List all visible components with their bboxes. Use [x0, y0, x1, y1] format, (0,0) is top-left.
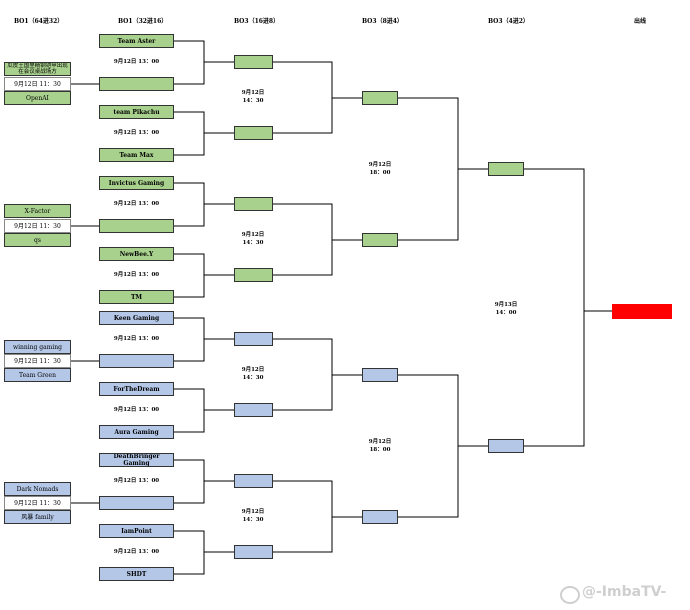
r32-slot-3	[99, 354, 174, 368]
r64-time-4: 9月12日 11：30	[4, 496, 71, 510]
r64-team-8: 风暴 family	[4, 510, 71, 524]
r32-time-7: 9月12日 13：00	[113, 478, 160, 484]
r32-time-4: 9月12日 13：00	[113, 272, 160, 278]
r32-team-deathbringer: DeathBringer Gaming	[99, 453, 174, 467]
r64-team-2: OpenAI	[4, 91, 71, 105]
r32-time-1: 9月12日 13：00	[113, 59, 160, 65]
r32-team-tm: TM	[99, 290, 174, 304]
r64-time-1: 9月12日 11：30	[4, 77, 71, 91]
r32-team-ftd: ForTheDream	[99, 382, 174, 396]
r64-team-5: winning gaming	[4, 340, 71, 354]
r8-slot-1	[362, 91, 398, 105]
r32-slot-4	[99, 496, 174, 510]
r32-time-3: 9月12日 13：00	[113, 201, 160, 207]
r16-slot-6	[234, 403, 273, 417]
header-out: 出线	[634, 18, 647, 25]
r32-team-ig: Invictus Gaming	[99, 176, 174, 190]
qualified-slot	[612, 304, 672, 319]
r32-team-aura: Aura Gaming	[99, 425, 174, 439]
r32-time-2: 9月12日 13：00	[113, 130, 160, 136]
header-r4: BO3（4进2）	[488, 18, 529, 25]
r32-team-aster: Team Aster	[99, 34, 174, 48]
r32-team-pikachu: team Pikachu	[99, 105, 174, 119]
r32-slot-2	[99, 219, 174, 233]
r32-team-shdt: SHDT	[99, 567, 174, 581]
r8-slot-3	[362, 368, 398, 382]
r16-slot-4	[234, 268, 273, 282]
r32-time-5: 9月12日 13：00	[113, 336, 160, 342]
header-r32: BO1（32进16）	[118, 18, 168, 25]
r16-slot-5	[234, 332, 273, 346]
r64-team-1: 瓜皮王国里精钢铠甲出现在会议桌战场方	[4, 62, 71, 76]
r32-team-iampoint: IamPoint	[99, 524, 174, 538]
header-r16: BO3（16进8）	[234, 18, 280, 25]
r64-team-4: qs	[4, 233, 71, 247]
r16-slot-8	[234, 545, 273, 559]
r8-slot-4	[362, 510, 398, 524]
r32-team-newbee: NewBee.Y	[99, 247, 174, 261]
r64-time-2: 9月12日 11：30	[4, 219, 71, 233]
r16-slot-1	[234, 55, 273, 69]
r4-slot-1	[488, 162, 524, 176]
r16-slot-7	[234, 474, 273, 488]
r8-slot-2	[362, 233, 398, 247]
r32-slot-1	[99, 77, 174, 91]
r4-slot-2	[488, 439, 524, 453]
r64-team-3: X-Factor	[4, 204, 71, 218]
r32-time-6: 9月12日 13：00	[113, 407, 160, 413]
r64-team-6: Team Green	[4, 368, 71, 382]
header-r8: BO3（8进4）	[362, 18, 403, 25]
r16-slot-2	[234, 126, 273, 140]
r16-slot-3	[234, 197, 273, 211]
r64-time-3: 9月12日 11：30	[4, 354, 71, 368]
r32-team-max: Team Max	[99, 148, 174, 162]
weibo-icon	[560, 586, 580, 604]
header-r64: BO1（64进32）	[14, 18, 64, 25]
watermark-text: @-ImbaTV-	[582, 584, 667, 600]
r32-team-keen: Keen Gaming	[99, 311, 174, 325]
r32-time-8: 9月12日 13：00	[113, 549, 160, 555]
r64-team-7: Dark Nomads	[4, 482, 71, 496]
